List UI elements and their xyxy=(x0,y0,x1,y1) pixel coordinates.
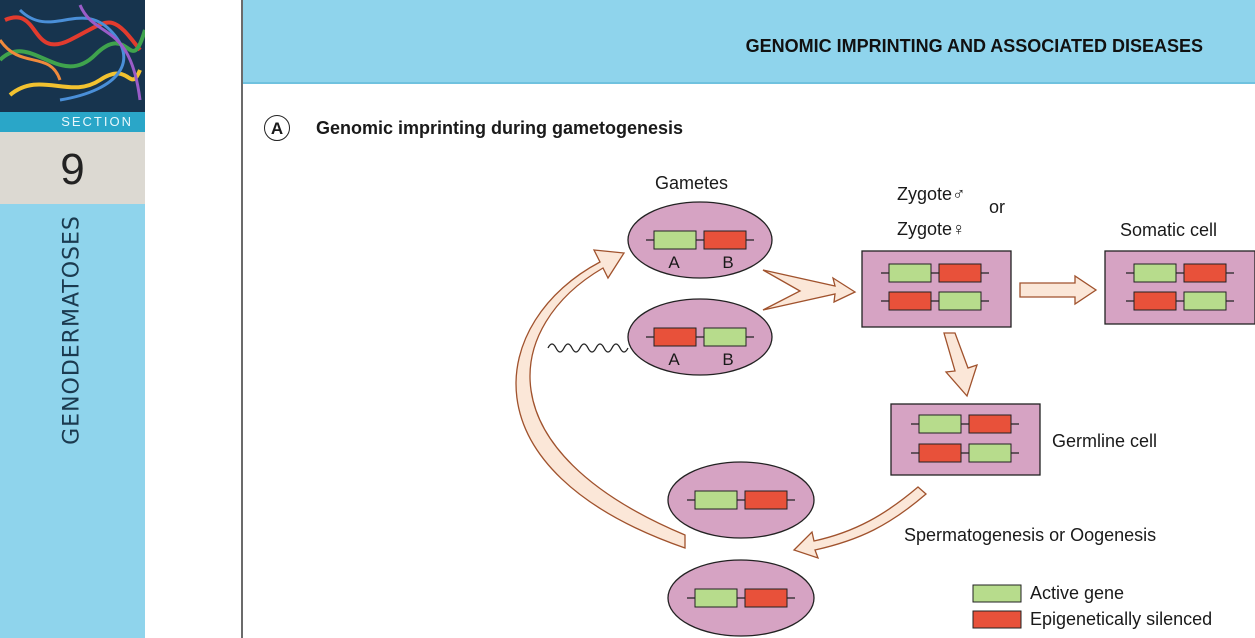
sidebar: SECTION 9 GENODERMATOSES xyxy=(0,0,145,638)
new-gamete-cell-top xyxy=(667,461,815,539)
gene-letter-a: A xyxy=(668,350,680,369)
gametes-label: Gametes xyxy=(655,173,729,193)
cover-thumbnail xyxy=(0,0,145,112)
zygote-cell xyxy=(861,250,1012,328)
squiggle-line xyxy=(547,343,629,353)
process-label: Spermatogenesis or Oogenesis xyxy=(904,525,1157,545)
panel-letter: A xyxy=(264,115,290,141)
legend-active-swatch xyxy=(972,584,1022,603)
zygote-to-somatic-arrow xyxy=(1019,274,1098,306)
zygote-female-label: Zygote♀ xyxy=(897,219,966,239)
gene-letter-b: B xyxy=(722,350,734,369)
zygote-male-label: Zygote♂ xyxy=(897,184,966,204)
somatic-cell-label: Somatic cell xyxy=(1120,220,1218,240)
gamete-cell-bottom xyxy=(627,298,773,376)
protein-ribbon-image xyxy=(0,4,145,102)
panel-title: Genomic imprinting during gametogenesis xyxy=(316,118,684,138)
gene-letter-b: B xyxy=(722,253,734,272)
gamete-cell-top xyxy=(627,201,773,279)
germline-cell xyxy=(890,403,1041,476)
new-gamete-cell-bottom xyxy=(667,559,815,637)
germline-cell-label: Germline cell xyxy=(1052,431,1158,451)
or-label: or xyxy=(989,197,1006,217)
page-header: GENOMIC IMPRINTING AND ASSOCIATED DISEAS… xyxy=(243,0,1255,84)
legend-active-label: Active gene xyxy=(1030,583,1125,603)
gametes-to-zygote-arrow xyxy=(762,269,857,311)
return-arrow xyxy=(515,249,686,549)
zygote-to-germline-arrow xyxy=(943,332,979,398)
gene-letter-a: A xyxy=(668,253,680,272)
germline-to-gamete-arrow xyxy=(792,486,927,560)
legend-silenced-label: Epigenetically silenced xyxy=(1030,609,1213,629)
page-divider xyxy=(241,0,243,638)
section-label: SECTION xyxy=(0,112,145,132)
somatic-cell xyxy=(1104,250,1255,325)
page-title: GENOMIC IMPRINTING AND ASSOCIATED DISEAS… xyxy=(745,36,1203,56)
legend-silenced-swatch xyxy=(972,610,1022,629)
section-number: 9 xyxy=(0,132,145,204)
